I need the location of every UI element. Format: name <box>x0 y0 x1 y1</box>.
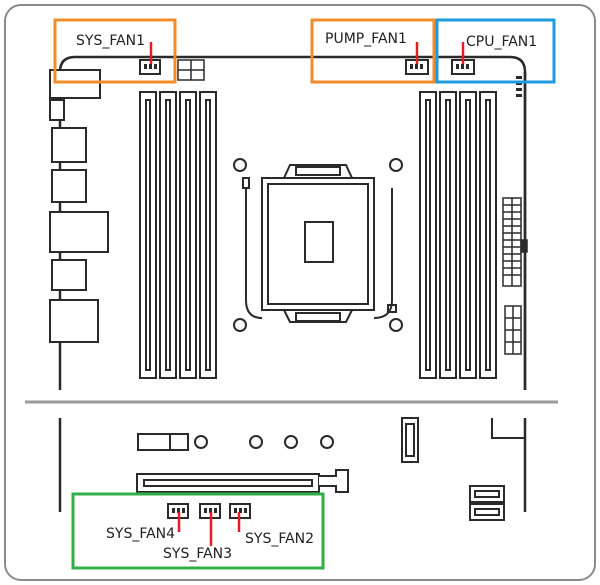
highlight-box-sys-fan234 <box>71 492 325 570</box>
label-sys-fan2: SYS_FAN2 <box>245 531 314 547</box>
highlight-box-sys-fan1 <box>53 18 177 84</box>
dimm-slots-right <box>419 91 497 379</box>
lower-right-cutout <box>491 418 525 439</box>
usb-header <box>504 305 522 355</box>
fan-header-sys-fan3 <box>199 503 221 546</box>
label-sys-fan4: SYS_FAN4 <box>106 526 175 542</box>
atx-power-connector <box>502 197 528 287</box>
dimm-slots-left <box>139 91 217 379</box>
label-sys-fan3: SYS_FAN3 <box>163 546 232 562</box>
cpu-socket <box>233 158 403 332</box>
fan-header-sys-fan4 <box>167 503 189 532</box>
board-outline-upper <box>58 55 527 390</box>
rear-io-ports <box>49 69 109 343</box>
label-pump-fan1: PUMP_FAN1 <box>325 31 407 47</box>
highlight-box-cpu-fan1 <box>435 18 556 84</box>
standoff-holes <box>194 435 334 449</box>
m2-connector-vertical <box>401 417 419 463</box>
highlight-box-pump-fan1 <box>310 18 436 84</box>
aux-power-connector <box>177 59 205 81</box>
fan-header-pump-fan1 <box>405 42 429 75</box>
fan-header-cpu-fan1 <box>451 42 475 75</box>
fan-header-sys-fan2 <box>229 503 251 532</box>
fan-header-sys-fan1 <box>139 42 161 75</box>
label-sys-fan1: SYS_FAN1 <box>76 33 145 49</box>
m2-slot-small <box>137 433 189 451</box>
label-cpu-fan1: CPU_FAN1 <box>466 34 537 50</box>
sata-connectors <box>469 485 505 521</box>
pcie-slot <box>136 469 349 493</box>
